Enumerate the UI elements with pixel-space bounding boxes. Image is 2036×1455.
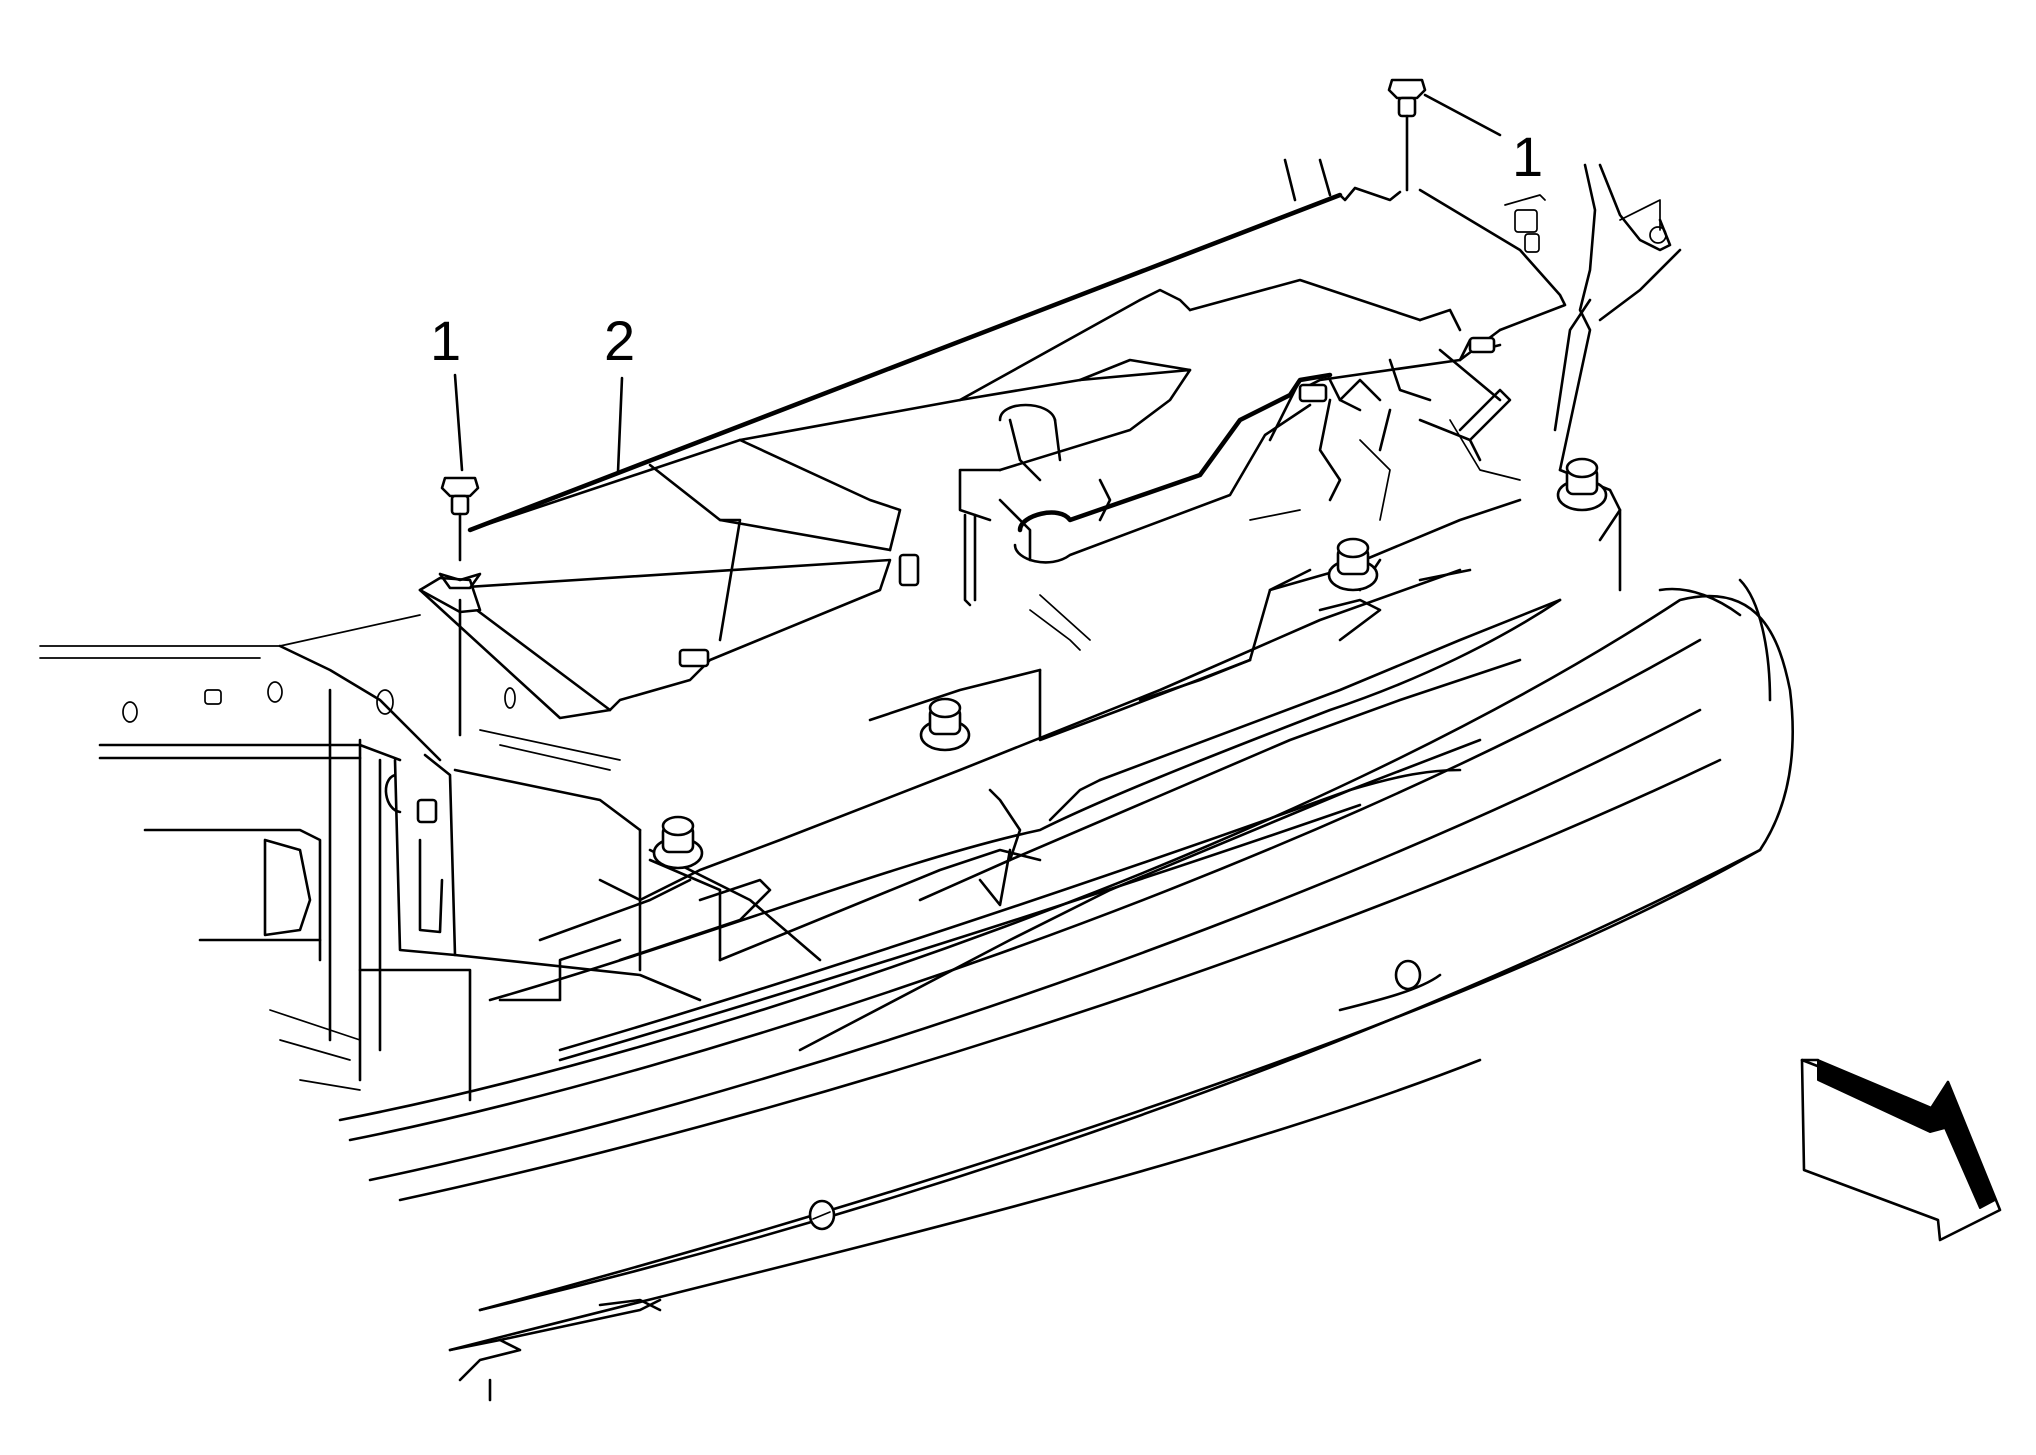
- callout-number: 1: [1512, 125, 1543, 188]
- front-bumper-fascia: [338, 578, 1794, 1402]
- callout-number: 1: [430, 309, 461, 372]
- push-pin-retainer-left: [438, 476, 482, 737]
- left-fender-structure: [39, 614, 516, 1102]
- callout-1-left: 1: [430, 309, 464, 472]
- grille-opening: [488, 568, 1562, 1002]
- support-bolt-center-right: [1327, 537, 1379, 592]
- callout-2: 2: [604, 309, 635, 474]
- callout-number: 2: [604, 309, 635, 372]
- support-bolt-left: [652, 815, 704, 870]
- air-baffle-panel: [418, 186, 1567, 720]
- push-pin-retainer-right: [1387, 78, 1427, 192]
- front-direction-arrow-icon: [1800, 1058, 2002, 1242]
- left-flap: [418, 576, 482, 614]
- baffle-clips: [678, 336, 1496, 668]
- support-bolts: [652, 457, 1608, 870]
- support-bolt-center-left: [919, 697, 971, 752]
- callout-1-right: 1: [1423, 93, 1543, 188]
- right-upper-structure: [1283, 158, 1682, 472]
- support-bolt-right: [1556, 457, 1608, 512]
- radiator-support: [453, 419, 1622, 1052]
